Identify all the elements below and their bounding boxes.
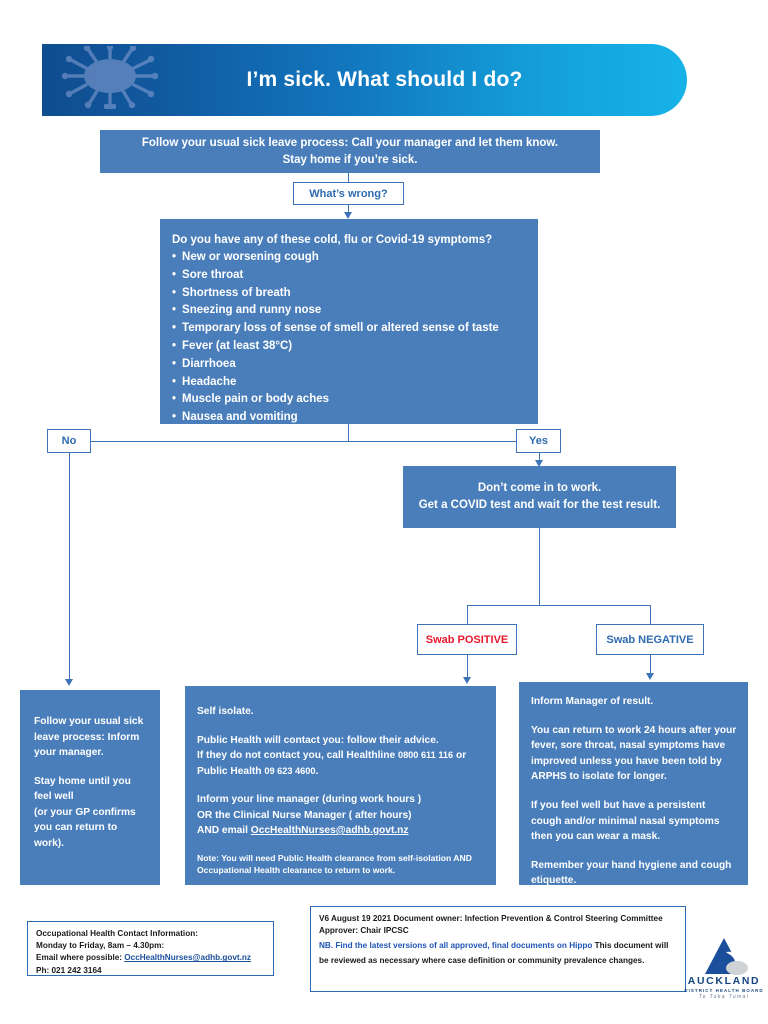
adhb-logo-line-1: AUCKLAND [687, 976, 761, 987]
symptoms-question: Do you have any of these cold, flu or Co… [172, 234, 493, 246]
connector-to-swab-negative [650, 605, 651, 624]
connector-result-split [467, 605, 650, 606]
healthline-phone: 0800 611 116 [397, 750, 454, 760]
contact-email-link[interactable]: OccHealthNurses@adhb.govt.nz [124, 953, 252, 963]
connector-negative-down [650, 655, 651, 674]
branch-no-box: No [47, 429, 91, 453]
adhb-logo-mark [682, 936, 766, 976]
outcome-neg-p2: You can return to work 24 hours after yo… [531, 724, 737, 783]
adhb-logo-line-3: Te Toka Tumai [698, 994, 750, 1000]
outcome-pos-p3b: OR the Clinical Nurse Manager ( after ho… [197, 809, 412, 821]
outcome-swab-positive-box: Self isolate. Public Health will contact… [185, 686, 496, 885]
connector-positive-down [467, 655, 468, 678]
connector-symptoms-down [348, 424, 349, 441]
arrow-to-outcome-no [65, 679, 73, 686]
healthline-text: If they do not contact you, call Healthl… [197, 750, 398, 761]
dont-come-in-line-1: Don’t come in to work. [477, 482, 602, 494]
branch-no-label: No [61, 435, 77, 447]
list-item: Temporary loss of sense of smell or alte… [172, 320, 538, 338]
outcome-pos-p3a: Inform your line manager (during work ho… [197, 794, 422, 805]
outcome-no-p1: Follow your usual sick leave process: In… [34, 716, 144, 758]
outcome-no-symptoms-box: Follow your usual sick leave process: In… [20, 690, 160, 885]
connector-to-swab-positive [467, 605, 468, 624]
contact-line-2: Monday to Friday, 8am – 4.30pm: [36, 941, 165, 951]
list-item: Shortness of breath [172, 285, 538, 303]
connector-yes-down [539, 453, 540, 461]
version-nb-note: NB. Find the latest versions of all appr… [319, 938, 677, 969]
public-health-text: Public Health [197, 765, 265, 777]
version-approver: Approver: Chair IPCSC [319, 926, 409, 936]
coronavirus-icon [61, 46, 159, 109]
public-health-period: . [315, 765, 319, 777]
swab-negative-label: Swab NEGATIVE [606, 633, 694, 646]
outcome-no-p3: (or your GP confirms you can return to w… [34, 806, 136, 849]
page-title: I’m sick. What should I do? [246, 68, 523, 91]
list-item: Nausea and vomiting [172, 409, 538, 427]
version-nb-rest: This document will be reviewed as necess… [319, 940, 669, 966]
list-item: Sore throat [172, 267, 538, 285]
list-item: Headache [172, 374, 538, 392]
start-line-1: Follow your usual sick leave process: Ca… [141, 136, 559, 149]
outcome-swab-negative-box: Inform Manager of result. You can return… [519, 682, 748, 886]
healthline-or: or [453, 750, 467, 761]
swab-negative-box: Swab NEGATIVE [596, 624, 704, 655]
version-nb-highlight: NB. Find the latest versions of all appr… [319, 940, 593, 950]
list-item: New or worsening cough [172, 249, 538, 267]
auckland-dhb-logo: AUCKLAND DISTRICT HEALTH BOARD Te Toka T… [682, 936, 766, 1008]
outcome-neg-p3: If you feel well but have a persistent c… [531, 799, 720, 843]
swab-positive-box: Swab POSITIVE [417, 624, 517, 655]
outcome-pos-note-2: Occupational Health clearance to return … [197, 865, 396, 876]
adhb-logo-line-2: DISTRICT HEALTH BOARD [684, 988, 764, 993]
public-health-phone: 09 623 4600 [264, 765, 316, 776]
occ-health-email-link[interactable]: OccHealthNurses@adhb.govt.nz [250, 825, 409, 836]
outcome-pos-p3c: AND email OccHealthNurses@adhb.govt.nz [197, 823, 496, 839]
arrow-to-outcome-negative [646, 673, 654, 680]
swab-positive-label: Swab POSITIVE [425, 633, 509, 646]
occupational-health-contact-box: Occupational Health Contact Information:… [27, 921, 274, 976]
list-item: Fever (at least 38°C) [172, 338, 538, 356]
connector-split-horizontal [90, 441, 516, 442]
arrow-to-symptoms [344, 212, 352, 219]
arrow-to-outcome-positive [463, 677, 471, 684]
header-banner: I’m sick. What should I do? [42, 44, 687, 116]
list-item: Diarrhoea [172, 356, 538, 374]
decision-label: What’s wrong? [309, 187, 388, 200]
branch-yes-box: Yes [516, 429, 561, 453]
outcome-neg-p1: Inform Manager of result. [531, 696, 654, 707]
symptoms-list: New or worsening cough Sore throat Short… [172, 249, 538, 427]
start-line-2: Stay home if you’re sick. [282, 153, 418, 166]
document-version-box: V6 August 19 2021 Document owner: Infect… [310, 906, 686, 992]
dont-come-in-box: Don’t come in to work. Get a COVID test … [403, 466, 676, 528]
symptoms-box: Do you have any of these cold, flu or Co… [160, 219, 538, 424]
connector-decision-to-symptoms [348, 205, 349, 213]
arrow-to-dont-come-in [535, 460, 543, 467]
outcome-pos-p2b: If they do not contact you, call Healthl… [197, 748, 496, 764]
list-item: Sneezing and runny nose [172, 302, 538, 320]
start-box: Follow your usual sick leave process: Ca… [100, 130, 600, 173]
contact-line-1: Occupational Health Contact Information: [36, 929, 198, 938]
version-line-1: V6 August 19 2021 Document owner: Infect… [319, 914, 663, 923]
contact-phone: Ph: 021 242 3164 [36, 965, 102, 975]
outcome-no-p2: Stay home until you feel well [34, 775, 131, 803]
contact-line-3: Email where possible: OccHealthNurses@ad… [36, 952, 273, 964]
connector-start-to-decision [348, 173, 349, 182]
adhb-koru-icon [705, 938, 748, 975]
outcome-pos-note-1: Note: You will need Public Health cleara… [197, 852, 472, 863]
contact-email-label: Email where possible: [36, 953, 125, 963]
dont-come-in-line-2: Get a COVID test and wait for the test r… [418, 499, 661, 511]
outcome-neg-p4: Remember your hand hygiene and cough eti… [531, 859, 732, 887]
outcome-pos-p2c: Public Health 09 623 4600. [197, 764, 496, 780]
outcome-pos-p2a: Public Health will contact you: follow t… [197, 734, 439, 746]
connector-result-down [539, 528, 540, 605]
decision-whats-wrong: What’s wrong? [293, 182, 404, 205]
outcome-pos-p1: Self isolate. [197, 706, 254, 717]
list-item: Muscle pain or body aches [172, 391, 538, 409]
and-email-text: AND email [197, 825, 251, 836]
branch-yes-label: Yes [529, 435, 548, 447]
connector-no-down [69, 453, 70, 680]
